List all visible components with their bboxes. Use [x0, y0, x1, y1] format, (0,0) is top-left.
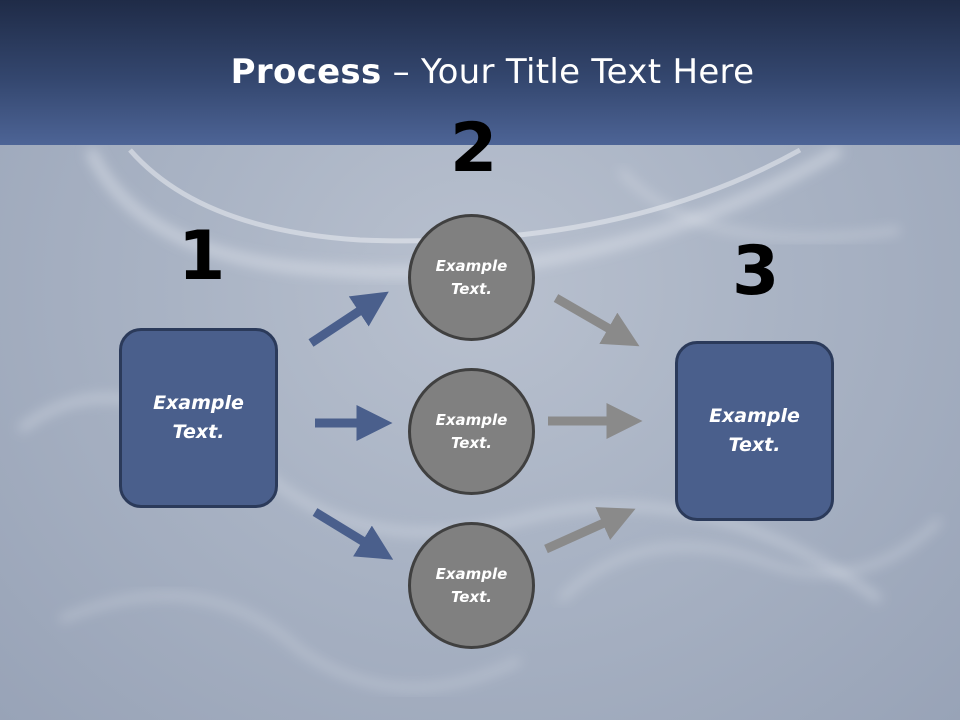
step-1-box: Example Text. [119, 328, 278, 508]
title-band [0, 0, 960, 145]
step-number-1: 1 [178, 217, 226, 296]
arrow-bottom-to-3 [544, 507, 636, 554]
step-2-circle-bottom-label: Example Text. [435, 564, 508, 606]
step-number-3: 3 [732, 232, 780, 311]
step-2-circle-top-label: Example Text. [435, 256, 508, 298]
step-1-box-label: Example Text. [153, 392, 244, 443]
step-2-circle-bottom: Example Text. [408, 522, 535, 649]
title-bold: Process [230, 52, 382, 92]
slide-title: Process – Your Title Text Here [0, 52, 960, 92]
arrow-1-to-bottom [312, 508, 394, 560]
arrow-1-to-top [308, 291, 389, 347]
step-3-box: Example Text. [675, 341, 834, 521]
step-number-2: 2 [450, 109, 498, 188]
step-3-box-label: Example Text. [709, 405, 800, 456]
step-2-circle-top: Example Text. [408, 214, 535, 341]
title-rest: – Your Title Text Here [381, 52, 755, 92]
arrow-top-to-3 [553, 294, 640, 347]
step-2-circle-middle: Example Text. [408, 368, 535, 495]
step-2-circle-middle-label: Example Text. [435, 410, 508, 452]
